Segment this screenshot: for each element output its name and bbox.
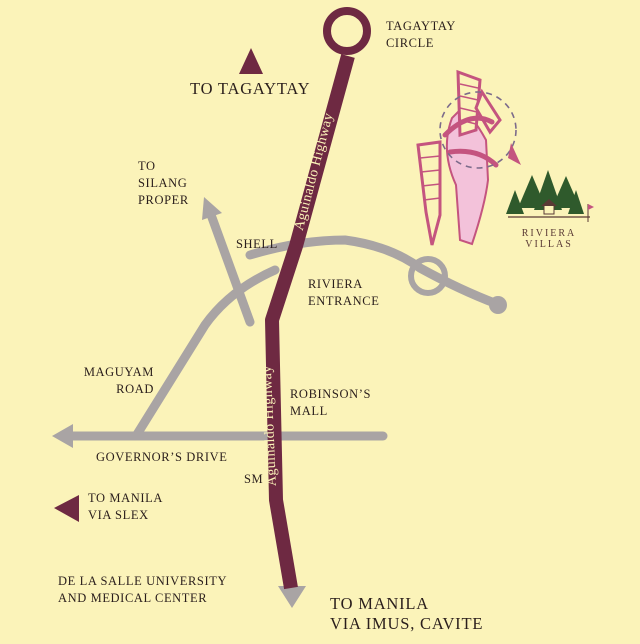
silang-road: [205, 207, 255, 327]
riviera-villas-logo: RIVIERA VILLAS: [510, 228, 588, 250]
label-to-tagaytay: TO TAGAYTAY: [190, 79, 311, 98]
label-riviera-entrance: RIVIERA ENTRANCE: [308, 277, 380, 308]
label-to-manila-slex: TO MANILA VIA SLEX: [88, 491, 163, 522]
label-to-manila-imus: TO MANILA VIA IMUS, CAVITE: [330, 594, 484, 633]
governors-drive-arrow-icon: [52, 424, 73, 448]
label-tagaytay-circle: TAGAYTAY CIRCLE: [386, 19, 456, 50]
highway-label-north: Aguinaldo Highway: [292, 111, 337, 232]
label-maguyam-road: MAGUYAM ROAD: [83, 365, 154, 396]
triangle-up-icon: [239, 48, 263, 74]
riviera-road-end-icon: [489, 296, 507, 314]
pine-trees-house-icon: [506, 170, 594, 222]
logo-line2: VILLAS: [525, 239, 573, 250]
highway-label-south: Aguinaldo Highway: [260, 365, 280, 486]
subdivision-site: [416, 69, 502, 246]
maguyam-road: [131, 265, 280, 441]
locator-pointer-icon: [508, 143, 521, 165]
tagaytay-circle-marker: [323, 7, 371, 55]
label-sm: SM: [244, 472, 264, 486]
label-de-la-salle: DE LA SALLE UNIVERSITY AND MEDICAL CENTE…: [58, 574, 228, 605]
label-shell: SHELL: [236, 237, 278, 251]
south-highway-arrow-icon: [278, 586, 306, 608]
logo-line1: RIVIERA: [521, 228, 577, 239]
triangle-left-icon: [54, 495, 79, 522]
silang-arrow-icon: [202, 197, 222, 220]
label-to-silang-proper: TO SILANG PROPER: [138, 159, 189, 207]
riviera-rotonda: [408, 256, 448, 296]
aguinaldo-highway: [265, 54, 355, 590]
label-robinsons-mall: ROBINSON’S MALL: [290, 387, 372, 418]
dashed-circle-pointer-icon: [439, 91, 517, 169]
label-governors-drive: GOVERNOR’S DRIVE: [96, 450, 228, 464]
